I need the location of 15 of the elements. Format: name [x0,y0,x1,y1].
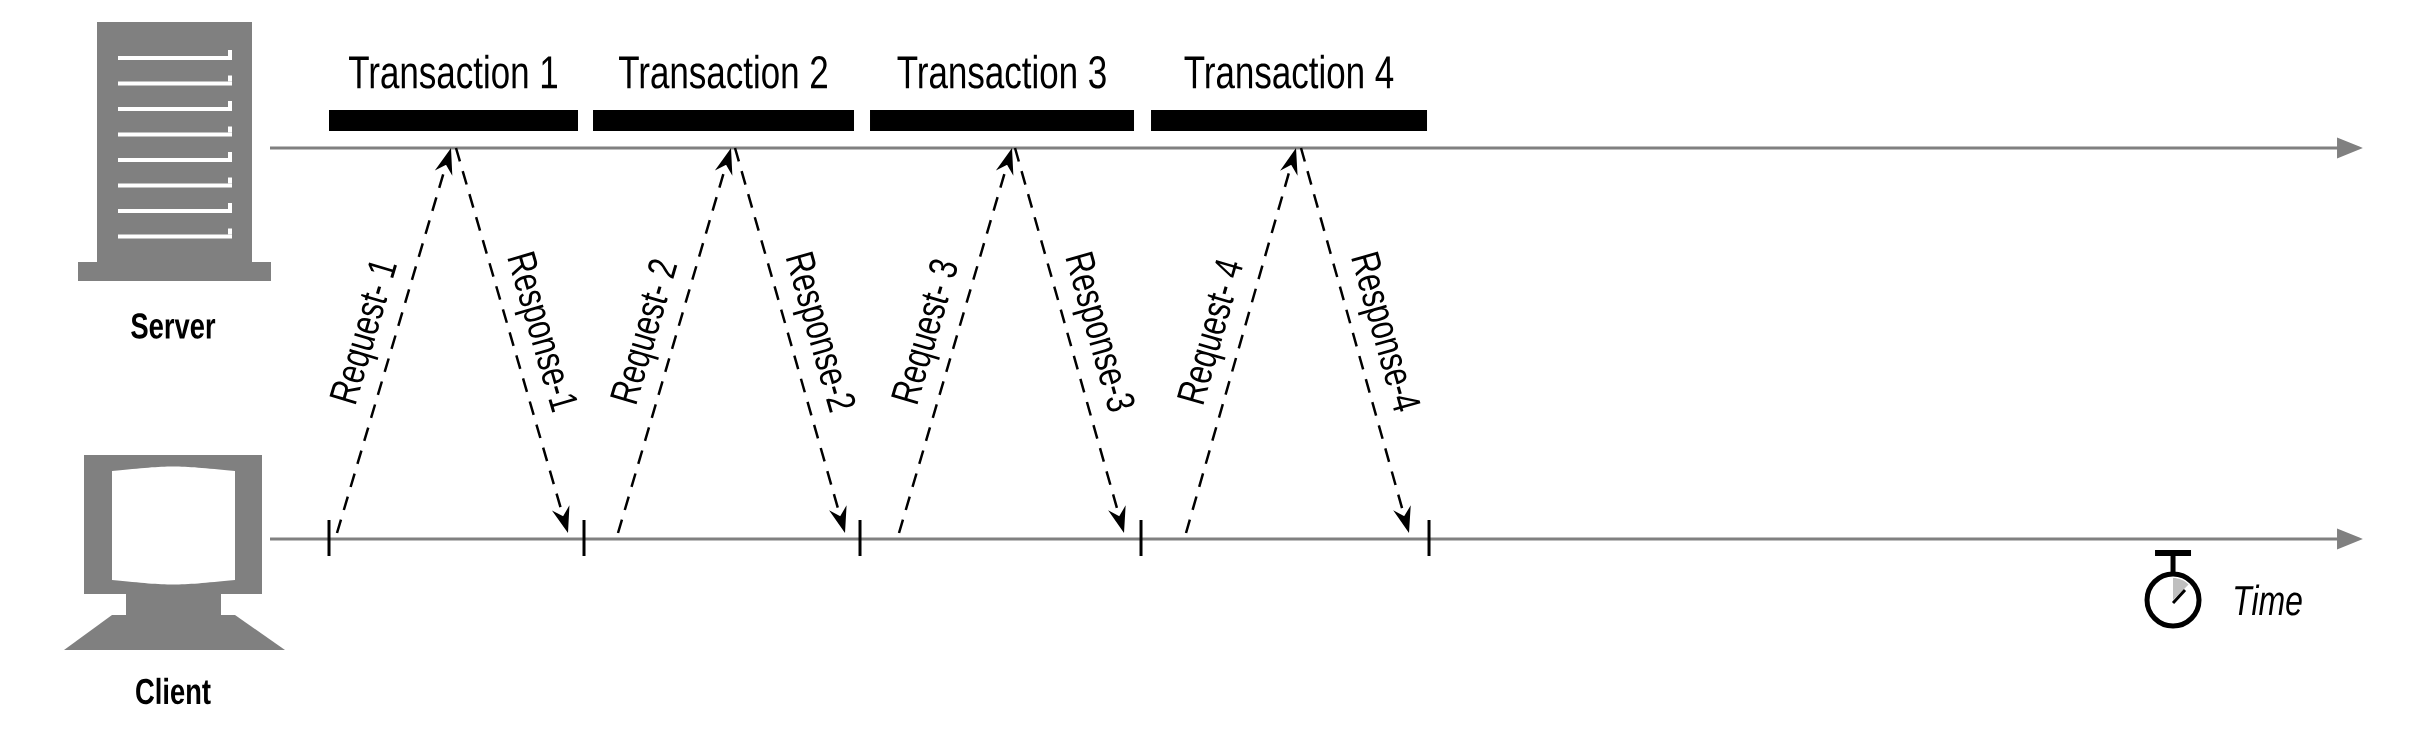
axis-label: Time [2235,584,2302,616]
edge-label: Request- 2 [610,259,678,405]
transaction-bar: Transaction 1 [329,54,578,131]
device-label: Client [136,677,211,705]
edge-label: Request- 4 [1177,260,1243,405]
node-label: Transaction 1 [349,54,558,89]
transaction-bar: Transaction 2 [593,54,854,131]
node-label: Transaction 4 [1184,54,1394,89]
transaction-bar: Transaction 3 [870,54,1134,131]
edge-label: Request- 1 [329,262,397,405]
node-label: Transaction 2 [619,54,827,89]
device-label: Server [131,313,216,339]
edge-label: Request- 3 [891,259,958,405]
node-label: Transaction 3 [897,54,1106,89]
transaction-bar: Transaction 4 [1151,54,1427,131]
